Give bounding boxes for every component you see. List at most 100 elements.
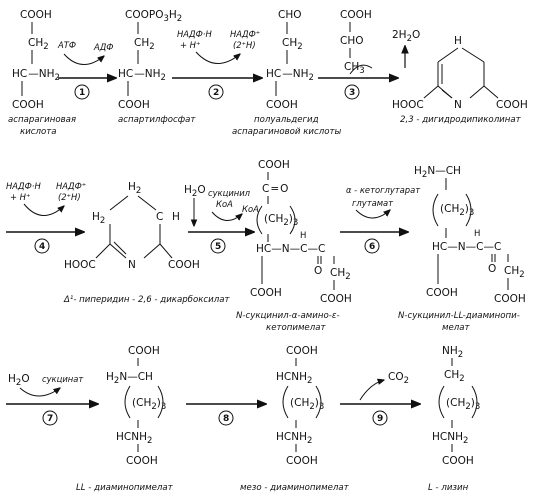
compound-caption: Δ¹- пиперидин - 2,6 - дикарбоксилат (63, 295, 231, 305)
ring-atom: H (92, 211, 100, 223)
cofactor-curve (23, 203, 64, 216)
subscript: 2 (151, 402, 156, 412)
step-cofactor-out: НАДФ⁺ (230, 29, 260, 39)
subscript: 3 (163, 14, 168, 24)
subscript: 2 (422, 170, 427, 180)
ring-atom: H (454, 35, 462, 47)
compound-caption: N-сукцинил-LL-диаминопи- (398, 311, 520, 321)
formula-line: COOH (266, 99, 298, 111)
reaction-step-5: H2O сукцинил КоА КоА 5 (184, 184, 259, 254)
svg-text:CH2: CH2 (282, 37, 303, 52)
svg-text:C=O: C=O (262, 183, 288, 195)
compound-caption: кислота (20, 127, 57, 137)
formula-line: COOH (286, 345, 318, 357)
formula-line: O (314, 265, 322, 277)
step-number: 8 (223, 414, 229, 424)
subscript: 3 (469, 208, 474, 218)
formula-line: CH (268, 213, 283, 225)
formula-line: COOPO (125, 9, 163, 21)
compound-succinyl-amino-ketopimelate: COOH C=O (CH2)3 HC—N—C—C H O CH2 COOH CO… (236, 159, 352, 333)
svg-text:CH2: CH2 (28, 37, 49, 52)
svg-text:CH2: CH2 (504, 265, 525, 280)
subscript: 2 (345, 272, 350, 282)
compound-aspartate: COOH CH2 HC—NH2 COOH аспарагиновая кисло… (8, 9, 76, 137)
svg-text:HC—N—C—C: HC—N—C—C (256, 243, 325, 255)
compound-succinyl-diaminopimelate: H2N—CH (CH2)3 HC—N—C—C H O CH2 COOH COOH… (398, 165, 526, 333)
svg-text:(CH2)3: (CH2)3 (440, 203, 474, 218)
subscript: 2 (407, 34, 412, 44)
reaction-step-9: CO2 9 (340, 371, 420, 426)
formula-line: C (476, 241, 483, 253)
formula-line: COOH (286, 455, 318, 467)
formula-line: CH (138, 371, 153, 383)
svg-text:CH2: CH2 (134, 37, 155, 52)
svg-text:(CH2)3: (CH2)3 (446, 397, 480, 412)
compound-l-lysine: NH2 CH2 (CH2)3 HCNH2 COOH L - лизин (428, 345, 480, 493)
formula-line: COOH (118, 99, 150, 111)
svg-text:HC—NH2: HC—NH2 (118, 68, 166, 83)
svg-text:HCNH2: HCNH2 (276, 431, 312, 446)
subscript: 2 (160, 73, 165, 83)
compound-caption: полуальдегид (254, 115, 319, 125)
compound-dihydrodipicolinate: H N HOOC COOH 2,3 - дигидродипиколинат (392, 35, 528, 125)
formula-line: HC (116, 431, 131, 443)
compound-aspartyl-phosphate: COOPO3H2 CH2 HC—NH2 COOH аспартилфосфат (118, 9, 196, 125)
formula-line: CH (330, 267, 345, 279)
subscript: 3 (319, 402, 324, 412)
formula-line: H (169, 9, 177, 21)
svg-text:(CH2)3: (CH2)3 (132, 397, 166, 412)
step-cofactor-in: АТФ (57, 40, 76, 50)
reaction-step-7: H2O сукцинат 7 (6, 373, 98, 426)
svg-text:CH2: CH2 (330, 267, 351, 282)
svg-text:HC—NH2: HC—NH2 (266, 68, 314, 83)
step-number: 2 (213, 88, 219, 98)
subscript: 2 (54, 73, 59, 83)
svg-text:HCNH2: HCNH2 (276, 371, 312, 386)
subscript: 2 (459, 374, 464, 384)
svg-text:CO2: CO2 (388, 371, 409, 386)
reaction-step-2: НАДФ·Н + Н⁺ НАДФ⁺ (2⁺H) 2 (172, 29, 262, 100)
subscript: 2 (136, 186, 141, 196)
subscript: 3 (161, 402, 166, 412)
ring-substituent: HOOC (64, 259, 96, 271)
svg-text:H2N—CH: H2N—CH (414, 165, 461, 180)
formula-line: COOH (128, 345, 160, 357)
formula-line: O (488, 263, 496, 275)
step-cofactor-in: НАДФ·Н (6, 181, 41, 191)
subscript: 2 (463, 436, 468, 446)
formula-line: HCNH (432, 431, 463, 443)
subscript: 2 (307, 436, 312, 446)
subscript: 2 (283, 218, 288, 228)
step-cofactor-in: + Н⁺ (180, 40, 200, 50)
svg-text:HC—NH2: HC—NH2 (12, 68, 60, 83)
step-product-out: O (412, 29, 420, 41)
formula-line: COOH (250, 287, 282, 299)
step-water: H (8, 373, 16, 385)
formula-line: C (262, 183, 269, 195)
step-reagent: CH (344, 61, 359, 73)
step-number-circle (74, 84, 90, 100)
cofactor-curve (355, 210, 390, 219)
cofactor-curve (63, 53, 104, 65)
step-cofactor-in: сукцинил (208, 188, 251, 198)
subscript: 3 (293, 218, 298, 228)
compound-caption: кетопимелат (266, 323, 326, 333)
step-cofactor-out: сукцинат (42, 374, 84, 384)
compound-caption: мезо - диаминопимелат (240, 483, 350, 493)
compound-caption: N-сукцинил-α-амино-ε- (236, 311, 340, 321)
svg-text:C: C (156, 211, 163, 223)
formula-line: CH (134, 37, 149, 49)
subscript: 3 (475, 402, 480, 412)
formula-line: CHO (278, 9, 302, 21)
step-cofactor-out: глутамат (352, 198, 394, 208)
formula-line: CH (136, 397, 151, 409)
svg-text:H2O: H2O (8, 373, 30, 388)
subscript: 2 (192, 189, 197, 199)
formula-line: COOH (320, 293, 352, 305)
subscript: 2 (308, 73, 313, 83)
formula-line: C (300, 243, 307, 255)
svg-text:NH2: NH2 (442, 345, 463, 360)
reaction-step-8: 8 (186, 404, 266, 426)
subscript: 2 (404, 376, 409, 386)
formula-line: NH (293, 68, 309, 80)
